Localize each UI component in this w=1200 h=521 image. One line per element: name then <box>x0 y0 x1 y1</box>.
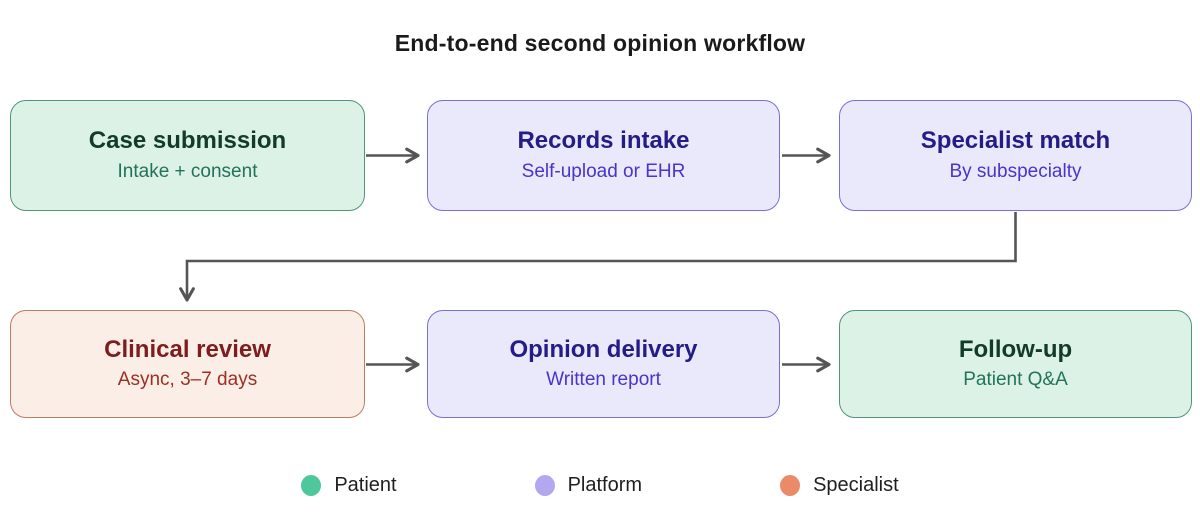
node-title: Follow-up <box>958 335 1073 363</box>
legend-item-patient: Patient <box>301 474 397 497</box>
node-follow-up: Follow-up Patient Q&A <box>839 310 1192 418</box>
legend-label: Patient <box>334 474 397 496</box>
node-subtitle: Self-upload or EHR <box>521 160 686 182</box>
legend-label: Platform <box>567 474 643 496</box>
node-title: Records intake <box>517 127 690 155</box>
connector-specialist-to-clinical <box>179 212 1017 302</box>
node-title: Case submission <box>88 127 287 155</box>
platform-dot-icon <box>534 475 555 496</box>
node-subtitle: Async, 3–7 days <box>117 369 258 391</box>
node-opinion-delivery: Opinion delivery Written report <box>427 310 780 418</box>
node-specialist-match: Specialist match By subspecialty <box>839 100 1192 211</box>
node-subtitle: Written report <box>546 369 661 391</box>
legend-item-platform: Platform <box>534 474 643 497</box>
node-clinical-review: Clinical review Async, 3–7 days <box>10 310 365 418</box>
node-title: Opinion delivery <box>509 335 698 363</box>
diagram-title: End-to-end second opinion workflow <box>394 30 806 56</box>
node-records-intake: Records intake Self-upload or EHR <box>427 100 780 211</box>
node-case-submission: Case submission Intake + consent <box>10 100 365 211</box>
patient-dot-icon <box>301 475 322 496</box>
specialist-dot-icon <box>780 475 801 496</box>
node-subtitle: Intake + consent <box>117 160 258 182</box>
node-title: Specialist match <box>920 127 1111 155</box>
node-subtitle: By subspecialty <box>949 160 1082 182</box>
legend: Patient Platform Specialist <box>0 474 1200 497</box>
node-title: Clinical review <box>104 335 271 363</box>
legend-label: Specialist <box>813 474 899 496</box>
legend-item-specialist: Specialist <box>780 474 899 497</box>
node-subtitle: Patient Q&A <box>963 369 1068 391</box>
